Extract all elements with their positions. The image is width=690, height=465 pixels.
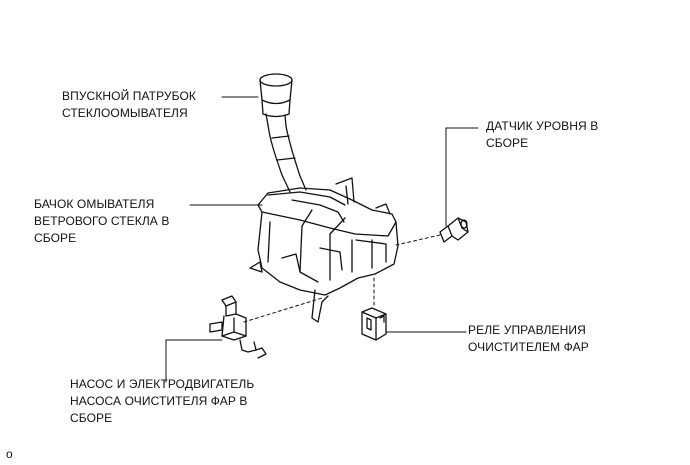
figure-code: o <box>6 447 13 461</box>
filler-pipe-label-line-2: СТЕКЛООМЫВАТЕЛЯ <box>62 106 188 120</box>
washer-jar-label-line-1: БАЧОК ОМЫВАТЕЛЯ <box>34 197 155 211</box>
leader-lines <box>165 96 479 383</box>
washer-jar-part <box>249 177 399 323</box>
relay-label-line-1: РЕЛЕ УПРАВЛЕНИЯ <box>468 323 586 337</box>
relay-part <box>361 307 387 341</box>
pump-motor-label-line-3: СБОРЕ <box>70 411 113 425</box>
filler-pipe-part <box>259 73 307 193</box>
assembly-lines <box>243 234 441 323</box>
washer-jar-label-line-3: СБОРЕ <box>34 231 77 245</box>
filler-pipe-label-line-1: ВПУСКНОЙ ПАТРУБОК <box>62 89 197 103</box>
washer-jar-label: БАЧОК ОМЫВАТЕЛЯ ВЕТРОВОГО СТЕКЛА В СБОРЕ <box>34 196 169 247</box>
relay-label: РЕЛЕ УПРАВЛЕНИЯ ОЧИСТИТЕЛЕМ ФАР <box>468 322 589 356</box>
pump-motor-label: НАСОС И ЭЛЕКТРОДВИГАТЕЛЬ НАСОСА ОЧИСТИТЕ… <box>70 376 254 427</box>
pump-motor-label-line-1: НАСОС И ЭЛЕКТРОДВИГАТЕЛЬ <box>70 377 255 391</box>
relay-label-line-2: ОЧИСТИТЕЛЕМ ФАР <box>468 340 589 354</box>
pump-motor-part <box>209 295 267 359</box>
level-sensor-part <box>439 217 469 243</box>
filler-pipe-label: ВПУСКНОЙ ПАТРУБОК СТЕКЛООМЫВАТЕЛЯ <box>62 88 196 122</box>
level-sensor-label: ДАТЧИК УРОВНЯ В СБОРЕ <box>486 118 598 152</box>
washer-jar-label-line-2: ВЕТРОВОГО СТЕКЛА В <box>34 214 170 228</box>
level-sensor-label-line-2: СБОРЕ <box>486 136 529 150</box>
level-sensor-label-line-1: ДАТЧИК УРОВНЯ В <box>486 119 599 133</box>
pump-motor-label-line-2: НАСОСА ОЧИСТИТЕЛЯ ФАР В <box>70 394 248 408</box>
